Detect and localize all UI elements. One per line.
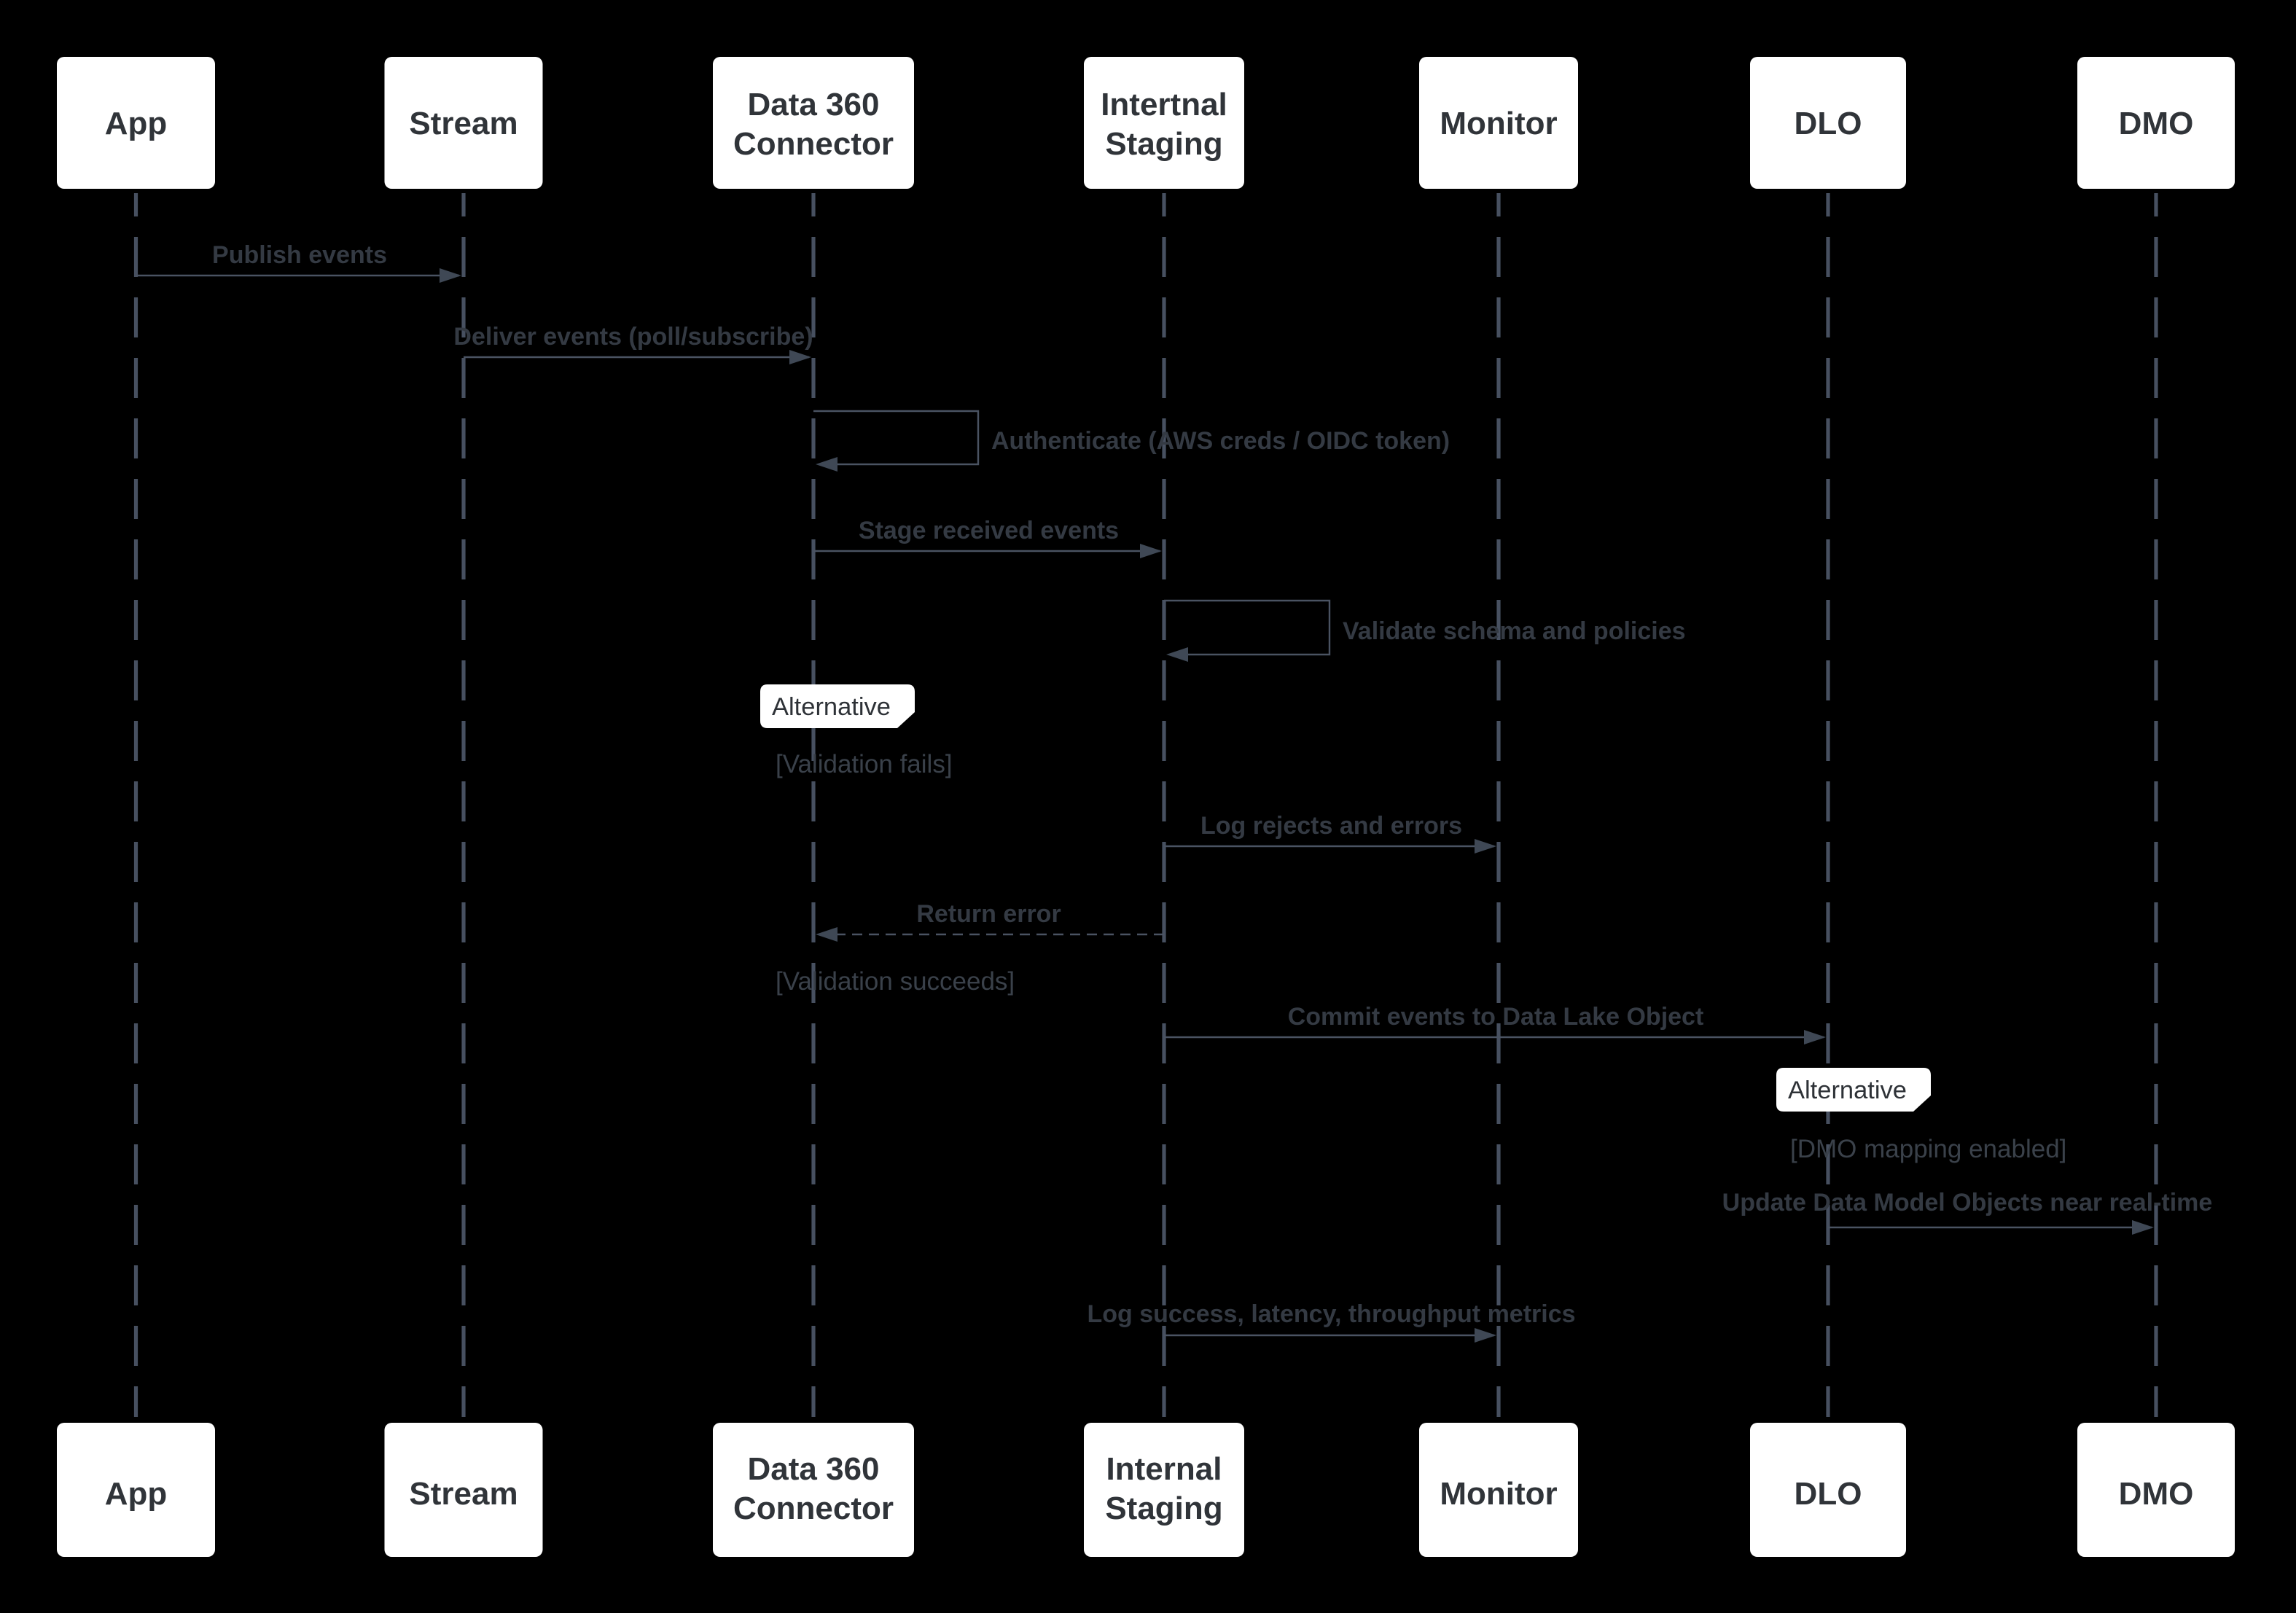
svg-text:[Validation succeeds]: [Validation succeeds]	[776, 967, 1015, 996]
svg-text:DMO: DMO	[2119, 106, 2194, 141]
svg-text:Return error: Return error	[916, 900, 1061, 928]
svg-text:Publish events: Publish events	[212, 241, 387, 269]
svg-text:DLO: DLO	[1795, 1476, 1862, 1512]
svg-text:Internal: Internal	[1106, 1451, 1222, 1487]
svg-text:Monitor: Monitor	[1440, 106, 1557, 141]
svg-text:App: App	[105, 1476, 168, 1512]
svg-text:Connector: Connector	[733, 1491, 894, 1526]
svg-text:Data 360: Data 360	[747, 1451, 879, 1487]
svg-text:[DMO mapping enabled]: [DMO mapping enabled]	[1790, 1135, 2066, 1163]
svg-text:Alternative: Alternative	[772, 693, 891, 721]
svg-text:Staging: Staging	[1105, 1491, 1222, 1526]
svg-text:Intertnal: Intertnal	[1101, 87, 1227, 122]
svg-text:Deliver events (poll/subscribe: Deliver events (poll/subscribe)	[453, 323, 813, 351]
svg-text:Data 360: Data 360	[747, 87, 879, 122]
svg-text:Log success, latency, throughp: Log success, latency, throughput metrics	[1087, 1300, 1575, 1328]
svg-text:App: App	[105, 106, 168, 141]
svg-text:Commit events to Data Lake Obj: Commit events to Data Lake Object	[1288, 1003, 1704, 1031]
svg-text:Stream: Stream	[409, 1476, 518, 1512]
svg-text:Log rejects and errors: Log rejects and errors	[1200, 812, 1462, 840]
svg-text:Stream: Stream	[409, 106, 518, 141]
svg-text:DMO: DMO	[2119, 1476, 2194, 1512]
svg-text:DLO: DLO	[1795, 106, 1862, 141]
svg-text:Validate schema and policies: Validate schema and policies	[1343, 617, 1686, 645]
svg-text:Staging: Staging	[1105, 126, 1222, 162]
svg-text:Alternative: Alternative	[1788, 1077, 1907, 1104]
svg-text:Update Data Model Objects near: Update Data Model Objects near real-time	[1722, 1189, 2213, 1216]
svg-text:Monitor: Monitor	[1440, 1476, 1557, 1512]
svg-text:Authenticate (AWS creds / OIDC: Authenticate (AWS creds / OIDC token)	[991, 427, 1450, 455]
svg-text:[Validation fails]: [Validation fails]	[776, 750, 953, 778]
svg-text:Connector: Connector	[733, 126, 894, 162]
svg-text:Stage received events: Stage received events	[859, 517, 1119, 544]
